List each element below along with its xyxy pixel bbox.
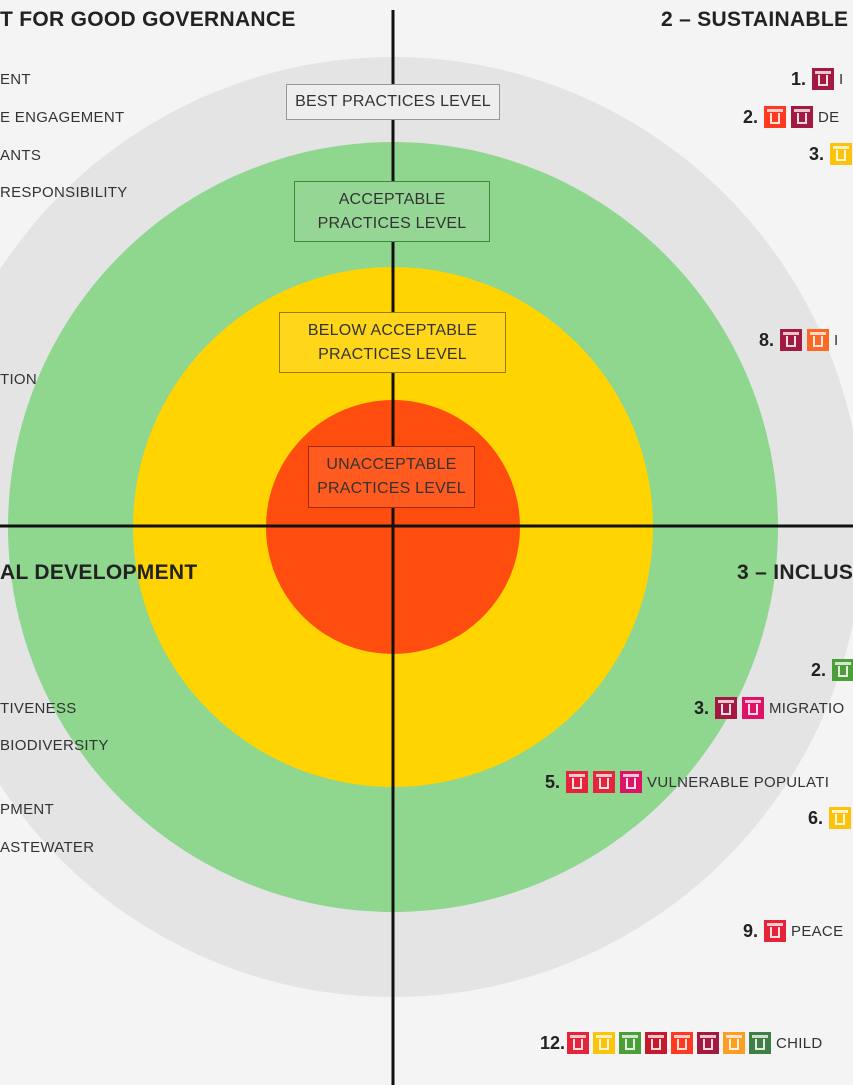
right-item: 3.	[809, 143, 853, 165]
sdg-icon	[749, 1032, 772, 1054]
item-number: 8.	[759, 329, 775, 350]
sdg-icon	[780, 329, 803, 351]
right-item: 12. CHILD	[540, 1032, 823, 1054]
sdg-icon	[645, 1032, 668, 1054]
sdg-icons	[567, 1032, 772, 1054]
right-item: 1. I	[791, 68, 843, 90]
below-acceptable-label: BELOW ACCEPTABLE PRACTICES LEVEL	[279, 312, 506, 373]
sdg-icons	[829, 807, 852, 829]
left-item: PMENT	[0, 801, 54, 818]
item-label: MIGRATIO	[769, 699, 845, 717]
item-number: 2.	[743, 106, 759, 127]
sdg-icon	[764, 920, 787, 942]
below-line-2: PRACTICES LEVEL	[318, 346, 467, 363]
item-label: I	[839, 70, 844, 88]
sdg-icon	[715, 697, 738, 719]
sdg-icon	[830, 143, 853, 165]
unacceptable-line-1: UNACCEPTABLE	[326, 456, 457, 473]
sdg-icons	[780, 329, 830, 351]
item-number: 5.	[545, 771, 561, 792]
quadrant-2-title: 2 – SUSTAINABLE	[661, 8, 849, 31]
item-label: PEACE	[791, 922, 844, 940]
below-line-1: BELOW ACCEPTABLE	[307, 322, 478, 339]
right-item: 8. I	[759, 329, 838, 351]
item-number: 9.	[743, 920, 759, 941]
sdg-icon	[791, 106, 814, 128]
sdg-icons	[812, 68, 835, 90]
item-number: 3.	[809, 143, 825, 164]
item-number: 6.	[808, 807, 824, 828]
sdg-icon	[593, 1032, 616, 1054]
item-label: VULNERABLE POPULATI	[647, 773, 830, 791]
right-item: 6.	[808, 807, 853, 829]
sdg-icon	[671, 1032, 694, 1054]
sdg-icon	[812, 68, 835, 90]
sdg-icon	[742, 697, 765, 719]
item-number: 1.	[791, 68, 807, 89]
left-item: BIODIVERSITY	[0, 737, 109, 754]
unacceptable-label: UNACCEPTABLE PRACTICES LEVEL	[308, 446, 475, 508]
best-practices-label: BEST PRACTICES LEVEL	[286, 84, 500, 120]
left-item: ENT	[0, 71, 31, 88]
sdg-icons	[764, 920, 787, 942]
sdg-icon	[593, 771, 616, 793]
sdg-icon	[566, 771, 589, 793]
right-item: 2. DE	[743, 106, 839, 128]
sdg-icon	[723, 1032, 746, 1054]
acceptable-line-2: PRACTICES LEVEL	[317, 215, 467, 232]
sdg-icon	[807, 329, 830, 351]
right-item: 9. PEACE	[743, 920, 843, 942]
left-item: E ENGAGEMENT	[0, 109, 125, 126]
sdg-icon	[764, 106, 787, 128]
sdg-icons	[830, 143, 853, 165]
item-number: 2.	[811, 659, 827, 680]
item-label: DE	[818, 108, 840, 126]
sdg-icon	[832, 659, 853, 681]
quadrant-1-title: T FOR GOOD GOVERNANCE	[0, 8, 296, 31]
unacceptable-line-2: PRACTICES LEVEL	[317, 480, 466, 497]
left-item: TION	[0, 371, 38, 388]
sdg-icons	[832, 659, 853, 681]
sdg-icons	[764, 106, 814, 128]
left-item: ASTEWATER	[0, 839, 95, 856]
sdg-icon	[829, 807, 852, 829]
acceptable-line-1: ACCEPTABLE	[338, 191, 446, 208]
item-number: 12.	[540, 1032, 566, 1053]
left-item: RESPONSIBILITY	[0, 184, 128, 201]
quadrant-3-title: 3 – INCLUS	[737, 561, 853, 584]
sdg-icon	[619, 1032, 642, 1054]
sdg-icon	[697, 1032, 720, 1054]
sdg-icon	[620, 771, 643, 793]
right-item: 2.	[811, 659, 853, 681]
sdg-icons	[715, 697, 765, 719]
left-item: TIVENESS	[0, 700, 77, 717]
sdg-icon	[567, 1032, 590, 1054]
quadrant-4-title: AL DEVELOPMENT	[0, 561, 198, 584]
item-label: CHILD	[776, 1034, 823, 1052]
left-item: ANTS	[0, 147, 42, 164]
right-item: 5. VULNERABLE POPULATI	[545, 771, 829, 793]
item-number: 3.	[694, 697, 710, 718]
right-item: 3. MIGRATIO	[694, 697, 844, 719]
item-label: I	[834, 331, 839, 349]
sdg-icons	[566, 771, 643, 793]
acceptable-practices-label: ACCEPTABLE PRACTICES LEVEL	[294, 181, 490, 242]
